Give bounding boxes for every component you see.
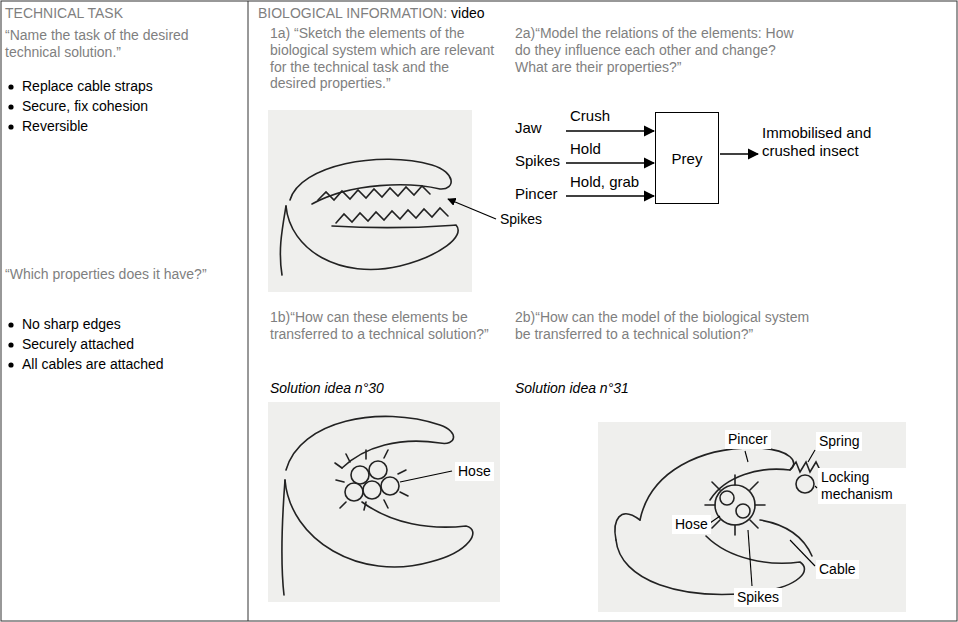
question-text: 1b)“How can these elements be transferre… xyxy=(270,309,498,343)
question-text: “Name the task of the desired technical … xyxy=(5,27,241,61)
pincer-device-sketch xyxy=(598,422,906,612)
bullet-item: Secure, fix cohesion xyxy=(22,98,148,115)
part-label: Hose xyxy=(455,462,494,481)
bullet-item: Replace cable straps xyxy=(22,78,153,95)
bullet-item: All cables are attached xyxy=(22,356,164,373)
relation-arrow xyxy=(566,162,654,164)
relation-arrow xyxy=(566,130,654,132)
relation-label: Crush xyxy=(570,107,610,125)
leader-lines xyxy=(710,450,817,586)
relation-label: Hold, grab xyxy=(570,173,639,191)
part-label: Hose xyxy=(672,515,711,534)
solution-caption: Solution idea n°30 xyxy=(270,380,384,397)
source-type: video xyxy=(451,5,484,22)
part-label: Locking mechanism xyxy=(818,468,908,504)
bullet-item: Reversible xyxy=(22,118,88,135)
claw-sketch xyxy=(268,110,496,292)
bullets xyxy=(8,84,13,367)
column-divider xyxy=(248,1,249,621)
box-label: Prey xyxy=(672,150,703,167)
question-text: 1a) “Sketch the elements of the biologic… xyxy=(270,25,498,92)
part-label: Spikes xyxy=(734,588,782,607)
element-label: Pincer xyxy=(515,185,558,203)
element-label: Jaw xyxy=(515,119,542,137)
leader-line xyxy=(400,471,452,482)
solution-caption: Solution idea n°31 xyxy=(515,380,629,397)
question-text: “Which properties does it have?” xyxy=(5,266,241,283)
process-box: Prey xyxy=(655,112,719,204)
column-header: TECHNICAL TASK xyxy=(5,5,123,22)
bullet-item: No sharp edges xyxy=(22,316,121,333)
claw-hose-sketch xyxy=(268,402,500,602)
part-label: Pincer xyxy=(725,430,771,449)
question-text: 2a)“Model the relations of the elements:… xyxy=(515,25,803,75)
relation-label: Hold xyxy=(570,140,601,158)
relation-arrow xyxy=(566,195,654,197)
relation-arrow xyxy=(720,153,758,155)
question-text: 2b)“How can the model of the biological … xyxy=(515,309,815,343)
part-label: Spikes xyxy=(500,211,542,228)
element-label: Spikes xyxy=(515,152,560,170)
part-label: Cable xyxy=(816,560,859,579)
column-header: BIOLOGICAL INFORMATION: xyxy=(258,5,447,22)
part-label: Spring xyxy=(816,432,862,451)
output-label: Immobilised and crushed insect xyxy=(762,124,872,160)
leader-line xyxy=(448,199,496,219)
bullet-item: Securely attached xyxy=(22,336,134,353)
